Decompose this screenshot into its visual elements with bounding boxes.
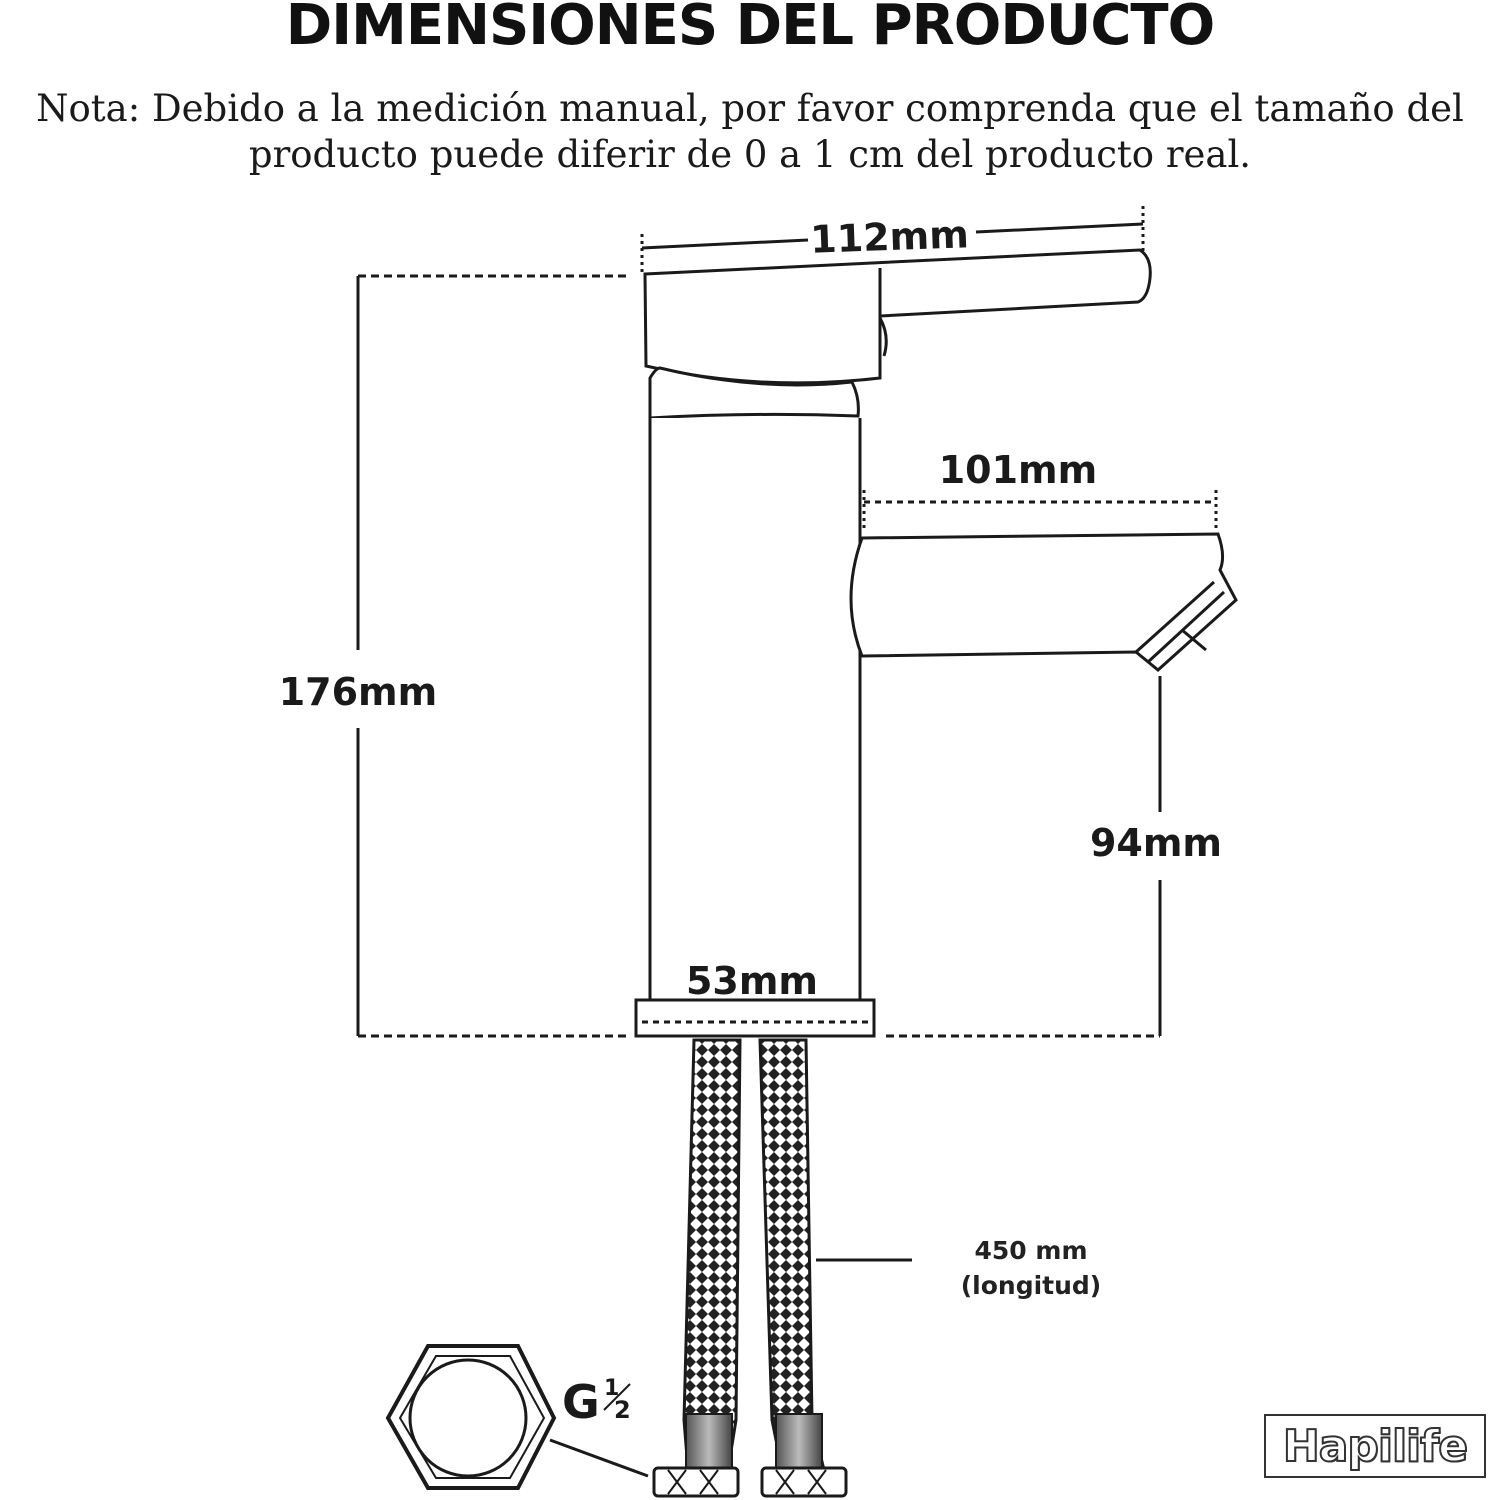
spout xyxy=(849,532,1238,672)
hose-left-nut xyxy=(652,1466,740,1498)
thread-letter: G xyxy=(562,1375,600,1429)
hose-left xyxy=(682,1038,742,1472)
hose-left-ferrule xyxy=(685,1413,733,1471)
thread-denominator: 2 xyxy=(614,1396,631,1424)
supply-hoses xyxy=(652,1038,848,1498)
hose-right-nut xyxy=(760,1466,848,1498)
dim-label-94: 94mm xyxy=(1090,821,1222,865)
dimension-lines xyxy=(356,206,1218,1478)
hose-length-label: 450 mm xyxy=(975,1236,1088,1265)
note-line-1: Nota: Debido a la medición manual, por f… xyxy=(36,87,1464,130)
body-collar xyxy=(648,366,860,420)
note-line-2: producto puede diferir de 0 a 1 cm del p… xyxy=(248,133,1252,176)
brand-logo: Hapilife xyxy=(1264,1414,1486,1478)
dim-label-53: 53mm xyxy=(686,959,818,1003)
dim-label-112: 112mm xyxy=(810,212,970,262)
measurement-note: Nota: Debido a la medición manual, por f… xyxy=(0,86,1500,178)
hose-length-note: (longitud) xyxy=(961,1271,1102,1300)
hose-right-ferrule xyxy=(775,1413,823,1471)
hose-right xyxy=(758,1038,826,1472)
dim-label-176: 176mm xyxy=(279,670,438,714)
faucet-outline xyxy=(634,248,1238,1038)
lever-handle xyxy=(643,248,1152,385)
thread-numerator: 1 xyxy=(604,1376,619,1401)
faucet-body xyxy=(648,418,862,1002)
page-title: DIMENSIONES DEL PRODUCTO xyxy=(285,0,1215,58)
hex-nut-icon xyxy=(385,1344,557,1490)
dim-label-101: 101mm xyxy=(939,448,1098,492)
base-plate xyxy=(634,998,876,1038)
